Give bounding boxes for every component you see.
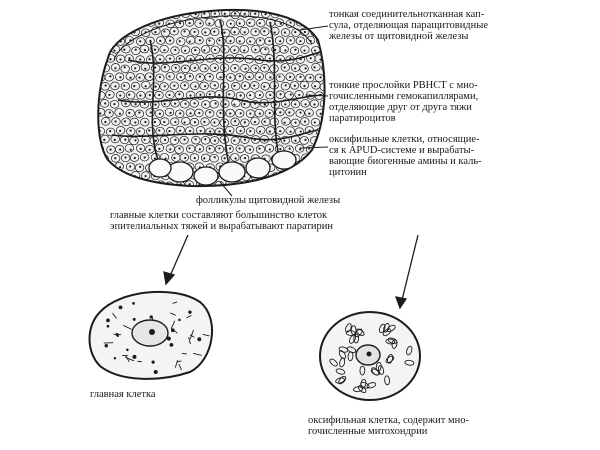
thyroid-follicles bbox=[148, 150, 297, 186]
arrow-to-oxyphil-cell bbox=[401, 234, 419, 301]
oxyphil-cell-illustration bbox=[319, 311, 421, 401]
label-thyroid-follicles: фолликулы щитовидной железы bbox=[196, 195, 341, 206]
oxyphil-mitochondria bbox=[329, 323, 415, 393]
arrows bbox=[163, 234, 419, 310]
label-capsule: тонкая соединительнотканная кап- сула, о… bbox=[329, 9, 488, 42]
arrow-head-oxyphil bbox=[394, 296, 408, 310]
leader-lines bbox=[219, 25, 329, 197]
leader-oxyphil bbox=[299, 146, 329, 149]
label-septa: тонкие прослойки РВНСТ с мно- гочисленны… bbox=[329, 80, 479, 124]
leader-follicles bbox=[219, 181, 233, 197]
tissue-section bbox=[97, 8, 326, 188]
label-oxyphil-cell: оксифильная клетка, содержит мно- гочисл… bbox=[308, 415, 469, 437]
chief-cell-illustration bbox=[88, 290, 214, 380]
leader-septa bbox=[305, 94, 329, 97]
connective-septa bbox=[111, 19, 323, 181]
label-chief-cells: главные клетки составляют большинство кл… bbox=[110, 210, 334, 232]
arrow-to-chief-cell bbox=[169, 234, 189, 277]
oxyphil-cell-nucleolus bbox=[366, 351, 372, 357]
capsule-inner-line bbox=[113, 15, 313, 61]
chief-cell-organelles bbox=[103, 301, 210, 375]
label-oxyphil-cells: оксифильные клетки, относящие- ся к APUD… bbox=[329, 134, 482, 178]
arrow-head-chief bbox=[163, 271, 176, 286]
chief-cell-nucleolus bbox=[149, 329, 155, 335]
leader-capsule bbox=[299, 25, 329, 31]
label-chief-cell: главная клетка bbox=[90, 389, 156, 400]
